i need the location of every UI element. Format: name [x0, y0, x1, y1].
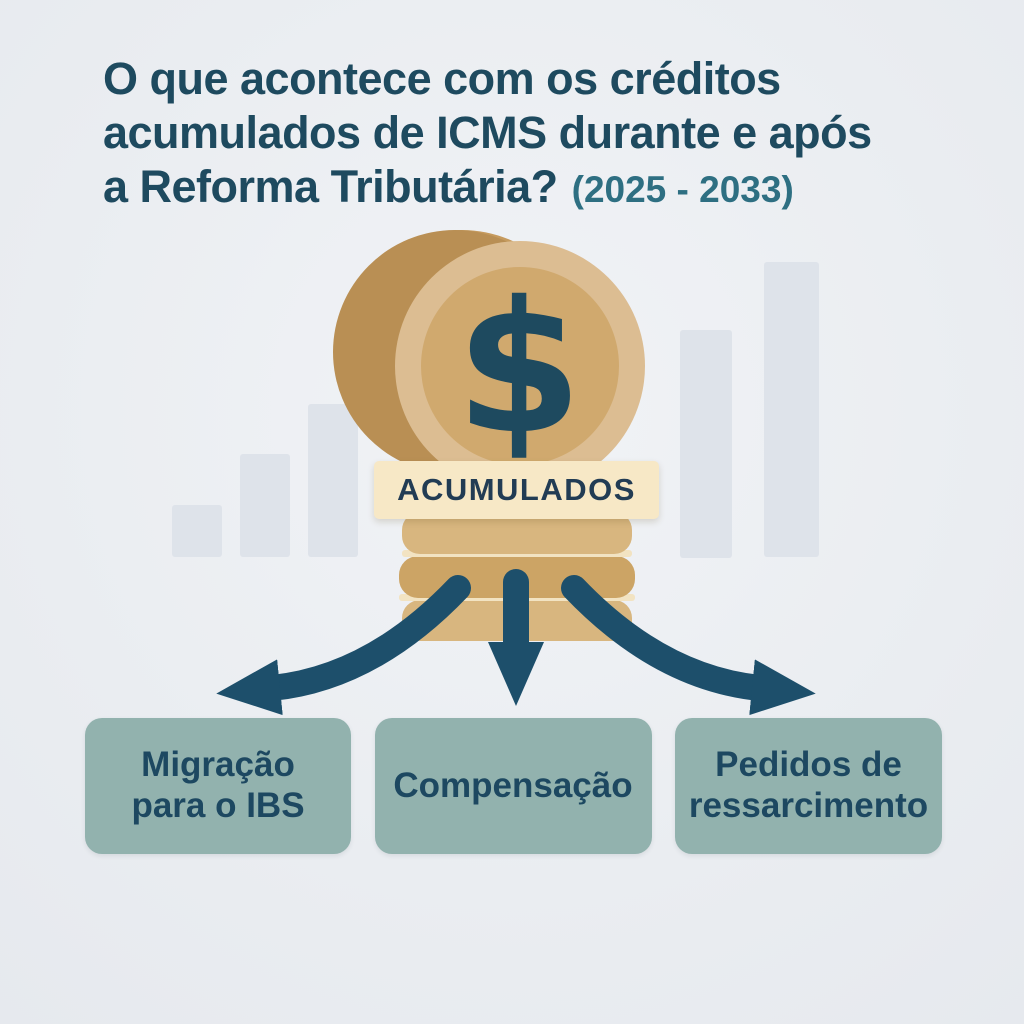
title-line-1: O que acontece com os créditos — [103, 53, 781, 104]
outcome-box-refund-line-2: ressarcimento — [688, 786, 929, 825]
title-line-3-text: a Reforma Tributária? — [103, 161, 558, 212]
bar-chart-decoration-right — [680, 262, 819, 558]
outcome-box-migration-line-1: Migração — [141, 745, 295, 785]
arrow-left — [216, 575, 471, 716]
accumulated-banner-label: ACUMULADOS — [397, 472, 636, 507]
accumulated-banner: ACUMULADOS — [374, 461, 659, 519]
page-title: O que acontece com os créditos acumulado… — [103, 52, 963, 214]
outcome-boxes: Migração para o IBS Compensação Pedidos … — [85, 718, 942, 854]
coin-front: $ — [333, 230, 645, 491]
title-line-3: a Reforma Tributária? (2025 - 2033) — [103, 160, 963, 214]
outcome-box-migration-line-2: para o IBS — [131, 786, 305, 825]
outcome-box-compensation-line-1: Compensação — [393, 765, 633, 805]
arrows — [216, 569, 816, 716]
outcome-box-refund: Pedidos de ressarcimento — [675, 718, 942, 854]
title-period: (2025 - 2033) — [571, 169, 794, 210]
outcome-box-compensation: Compensação — [374, 718, 652, 854]
outcome-box-refund-line-1: Pedidos de — [715, 745, 902, 785]
arrow-right — [561, 575, 816, 716]
outcome-box-migration: Migração para o IBS — [85, 718, 351, 854]
bar-chart-decoration-left — [172, 404, 358, 557]
title-line-2: acumulados de ICMS durante e após — [103, 107, 872, 158]
dollar-sign: $ — [456, 262, 583, 474]
